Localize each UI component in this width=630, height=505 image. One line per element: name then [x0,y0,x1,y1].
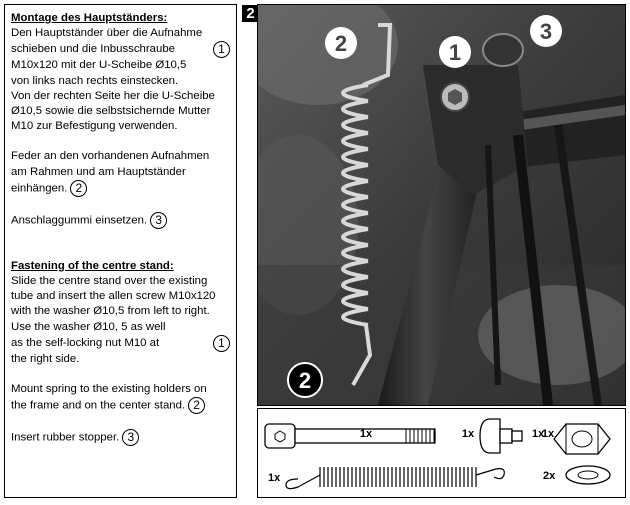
photo-callout-1: 1 [449,40,461,65]
german-line: Anschlaggummi einsetzen.3 [11,211,230,229]
english-line: the frame and on the center stand.2 [11,397,230,415]
callout-3: 3 [150,211,168,229]
callout-3: 3 [122,429,140,447]
washer-icon [565,465,611,485]
english-line: with the washer Ø10,5 from left to right… [11,305,210,318]
instruction-text: Montage des Hauptständers: Den Hauptstän… [4,4,237,498]
spring-icon [285,467,505,490]
callout-2: 2 [188,397,206,415]
assembly-photo: 2 1 3 2 [257,4,626,406]
screw-qty: 1x [360,428,373,440]
english-line: Insert rubber stopper.3 [11,429,230,447]
german-line: von links nach rechts einstecken. [11,74,179,87]
german-line: Feder an den vorhandenen Aufnahmen [11,150,210,163]
spring-qty: 1x [268,472,281,484]
german-line: Den Hauptständer über die Aufnahme [11,27,203,40]
english-line: Mount spring to the existing holders on [11,383,207,396]
german-line: M10 zur Befestigung verwenden. [11,120,178,133]
german-heading: Montage des Hauptständers: [11,12,168,24]
callout-1: 1 [213,41,230,59]
parts-list: 1x 1x 1x 1x 2x 1x [257,408,626,498]
german-line: am Rahmen und am Hauptständer [11,165,186,178]
figure-number-badge: 2 [242,5,259,22]
stopper-qty: 1x [542,428,555,440]
photo-callout-2: 2 [335,31,347,56]
parts-illustration: 1x 1x 1x 1x 2x 1x [264,418,611,490]
photo-illustration: 2 1 3 2 [258,5,625,405]
english-line: tube and insert the allen screw M10x120 [11,290,216,303]
callout-1: 1 [213,334,230,352]
nut-qty: 1x [532,428,545,440]
german-line: Ø10,5 sowie die selbstsichernde Mutter [11,105,211,118]
german-line: M10x120 mit der U-Scheibe Ø10,5 [11,59,187,72]
photo-callout-2-lower: 2 [299,368,311,393]
english-heading: Fastening of the centre stand: [11,259,174,272]
german-line: einhängen.2 [11,179,230,197]
german-line: Von der rechten Seite her die U-Scheibe [11,89,215,102]
photo-callout-3: 3 [540,19,552,44]
screw-extra-qty: 1x [462,428,475,440]
lock-nut-icon [553,423,611,455]
allen-screw-icon [264,423,436,449]
rubber-stopper-icon [479,418,523,454]
english-line: the right side. [11,352,80,365]
callout-2: 2 [70,179,88,197]
english-line: Slide the centre stand over the existing [11,275,208,288]
english-line: Use the washer Ø10, 5 as well [11,320,166,333]
washer-qty: 2x [543,470,556,482]
